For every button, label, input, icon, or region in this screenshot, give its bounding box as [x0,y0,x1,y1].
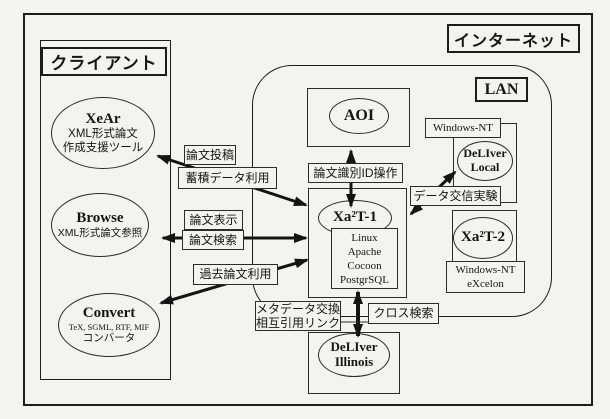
stack-db: PostgrSQL [340,273,389,286]
stack-os: Linux [351,231,378,244]
node-aoi-name: AOI [343,106,375,124]
deliver-local-platform-label: Windows-NT [425,118,501,138]
deliver-local-line2: Local [470,160,500,174]
label-cross-search-text: クロス検索 [373,306,434,320]
lan-title: LAN [475,77,528,102]
stack-web: Apache [347,245,382,258]
xa2t2-platform-label: Windows-NT eXcelon [446,261,525,293]
node-xear-name: XeAr [85,110,121,127]
node-convert-name: Convert [82,304,136,321]
node-browse-name: Browse [76,210,124,227]
label-paper-id-ops-text: 論文識別ID操作 [313,165,398,180]
deliver-local-line1: DeLIver [463,146,507,161]
client-title-label: クライアント [50,54,158,73]
deliver-illinois-line1: DeLIver [330,339,378,355]
diagram-outer-border [23,13,593,406]
node-xear: XeAr XML形式論文 作成支援ツール [51,97,155,169]
client-title: クライアント [41,47,167,76]
node-xa2t2: Xa²T-2 [453,217,513,259]
label-data-exchange-experiment-text: データ交信実験 [413,188,498,203]
label-paper-search: 論文検索 [182,230,244,250]
label-past-paper-use: 過去論文利用 [193,264,278,285]
xa2t1-software-stack: Linux Apache Cocoon PostgrSQL [331,228,398,289]
node-convert-desc-1: TeX, SGML, RTF, MIF [68,322,150,333]
node-convert: Convert TeX, SGML, RTF, MIF コンバータ [58,293,160,357]
node-aoi: AOI [329,98,389,134]
label-paper-display: 論文表示 [184,210,243,230]
internet-title: インターネット [447,24,580,53]
node-xa2t1-name: Xa²T-1 [333,209,377,226]
node-xa2t2-name: Xa²T-2 [461,229,505,246]
label-paper-submit-text: 論文投稿 [185,147,234,162]
node-browse: Browse XML形式論文参照 [51,193,149,257]
node-convert-desc-2: コンバータ [82,332,136,345]
xa2t2-platform-line1: Windows-NT [455,264,516,276]
node-aoi-box [307,88,410,147]
node-xear-desc-2: 作成支援ツール [62,141,144,154]
label-paper-search-text: 論文検索 [188,232,237,247]
deliver-illinois-line2: Illinois [334,354,374,369]
label-paper-id-ops: 論文識別ID操作 [308,163,403,183]
internet-title-label: インターネット [453,32,573,50]
label-metadata-citation: メタデータ交換 相互引用リンク [255,301,341,331]
node-browse-desc: XML形式論文参照 [57,227,143,240]
label-citation-link-text: 相互引用リンク [256,316,341,330]
node-xear-desc-1: XML形式論文 [68,127,138,140]
node-deliver-illinois: DeLIver Illinois [318,333,390,377]
deliver-local-platform-text: Windows-NT [432,121,494,134]
label-cross-search: クロス検索 [368,303,439,324]
label-data-exchange-experiment: データ交信実験 [410,186,501,206]
label-stored-data-use-text: 蓄積データ利用 [185,170,270,185]
client-group-box [40,40,171,380]
label-paper-display-text: 論文表示 [189,212,238,227]
label-stored-data-use: 蓄積データ利用 [178,167,277,189]
stack-app: Cocoon [347,259,382,272]
node-deliver-local: DeLIver Local [457,141,513,181]
label-paper-submit: 論文投稿 [184,145,236,165]
lan-title-label: LAN [484,80,519,98]
xa2t2-platform-line2: eXcelon [467,278,504,290]
label-metadata-text: メタデータ交換 [256,302,341,316]
label-past-paper-use-text: 過去論文利用 [199,267,272,281]
